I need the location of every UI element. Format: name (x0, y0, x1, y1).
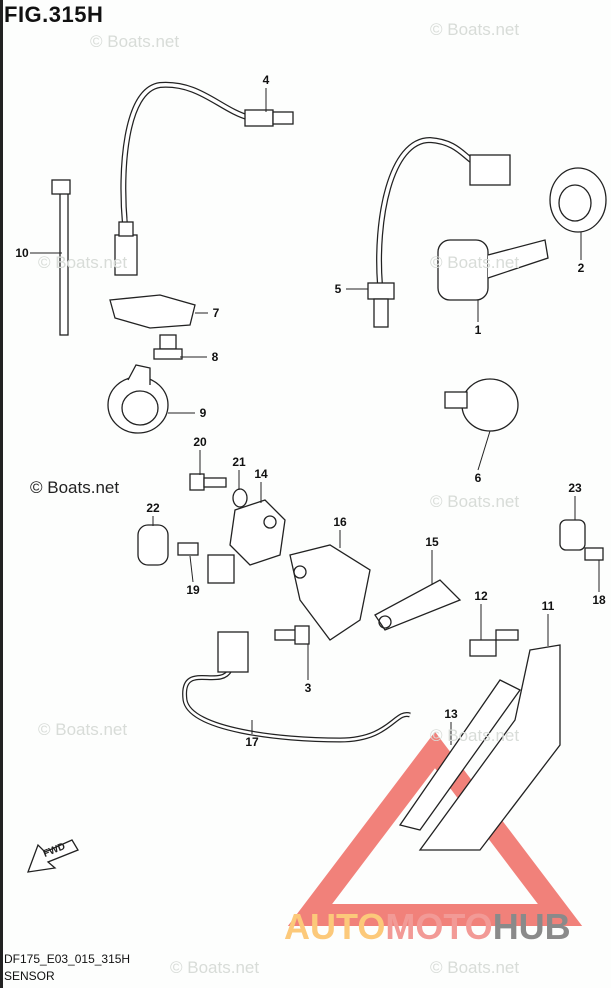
callout-1[interactable]: 1 (474, 323, 482, 337)
callout-5[interactable]: 5 (334, 282, 342, 296)
figure-title: FIG.315H (4, 2, 104, 27)
figure-code: DF175_E03_015_315H (4, 952, 131, 966)
watermark: © Boats.net (430, 20, 520, 39)
watermark: © Boats.net (38, 253, 128, 272)
watermark: © Boats.net (430, 253, 520, 272)
watermark: © Boats.net (38, 720, 128, 739)
callout-19[interactable]: 19 (186, 583, 200, 597)
leader-lines (30, 88, 600, 745)
part-20-bolt (189, 473, 227, 491)
callout-11[interactable]: 11 (541, 599, 555, 613)
watermark-strong: © Boats.net (30, 478, 120, 497)
callout-8[interactable]: 8 (211, 350, 219, 364)
callout-16[interactable]: 16 (333, 515, 347, 529)
part-7-clamp (109, 294, 196, 329)
logo-triangle (287, 731, 583, 926)
part-19-bolt (177, 542, 199, 556)
part-3-bolt (274, 625, 310, 645)
watermark: © Boats.net (170, 958, 260, 977)
callout-4[interactable]: 4 (262, 73, 270, 87)
automotohub-logo: AUTOMOTOHUB (284, 906, 571, 948)
callout-10[interactable]: 10 (15, 246, 29, 260)
watermark: © Boats.net (430, 726, 520, 745)
callout-7[interactable]: 7 (212, 306, 220, 320)
left-border (0, 0, 3, 988)
part-22-clamp (137, 524, 169, 566)
part-2-grommet (549, 167, 607, 233)
part-14-sensor (207, 499, 286, 584)
part-17-harness (182, 631, 411, 743)
callout-3[interactable]: 3 (304, 681, 312, 695)
callout-13[interactable]: 13 (444, 707, 458, 721)
part-16-bracket (289, 544, 371, 641)
callout-6[interactable]: 6 (474, 471, 482, 485)
part-8-bolt (153, 334, 183, 360)
watermark: © Boats.net (430, 492, 520, 511)
logo-hub: HUB (492, 906, 571, 947)
part-11-bracket (418, 644, 561, 851)
part-23-clamp (559, 519, 586, 551)
callout-18[interactable]: 18 (592, 593, 606, 607)
watermark: © Boats.net (90, 32, 180, 51)
callout-2[interactable]: 2 (577, 261, 585, 275)
callout-14[interactable]: 14 (254, 467, 268, 481)
part-18-bolt (584, 547, 604, 561)
part-15-link (374, 579, 462, 631)
logo-moto: MOTO (385, 906, 493, 947)
callout-9[interactable]: 9 (199, 406, 207, 420)
watermark: © Boats.net (430, 958, 520, 977)
callout-22[interactable]: 22 (146, 501, 160, 515)
part-9-clamp (107, 364, 169, 434)
figure-name: SENSOR (4, 969, 55, 983)
callout-12[interactable]: 12 (474, 589, 488, 603)
part-21-washer (232, 488, 248, 508)
part-12-bolt (469, 629, 519, 657)
logo-auto: AUTO (284, 906, 386, 947)
part-6-knock-sensor (444, 378, 519, 432)
callout-23[interactable]: 23 (568, 481, 582, 495)
part-4-sensor-harness (114, 81, 294, 276)
part-13-bracket (398, 679, 521, 831)
part-1-sensor (437, 239, 549, 301)
part-10-cable-tie (51, 179, 71, 336)
callout-17[interactable]: 17 (245, 735, 259, 749)
callout-20[interactable]: 20 (193, 435, 207, 449)
part-5-sensor-harness (367, 136, 511, 328)
callout-15[interactable]: 15 (425, 535, 439, 549)
callout-21[interactable]: 21 (232, 455, 246, 469)
fwd-arrow-icon (27, 839, 79, 873)
